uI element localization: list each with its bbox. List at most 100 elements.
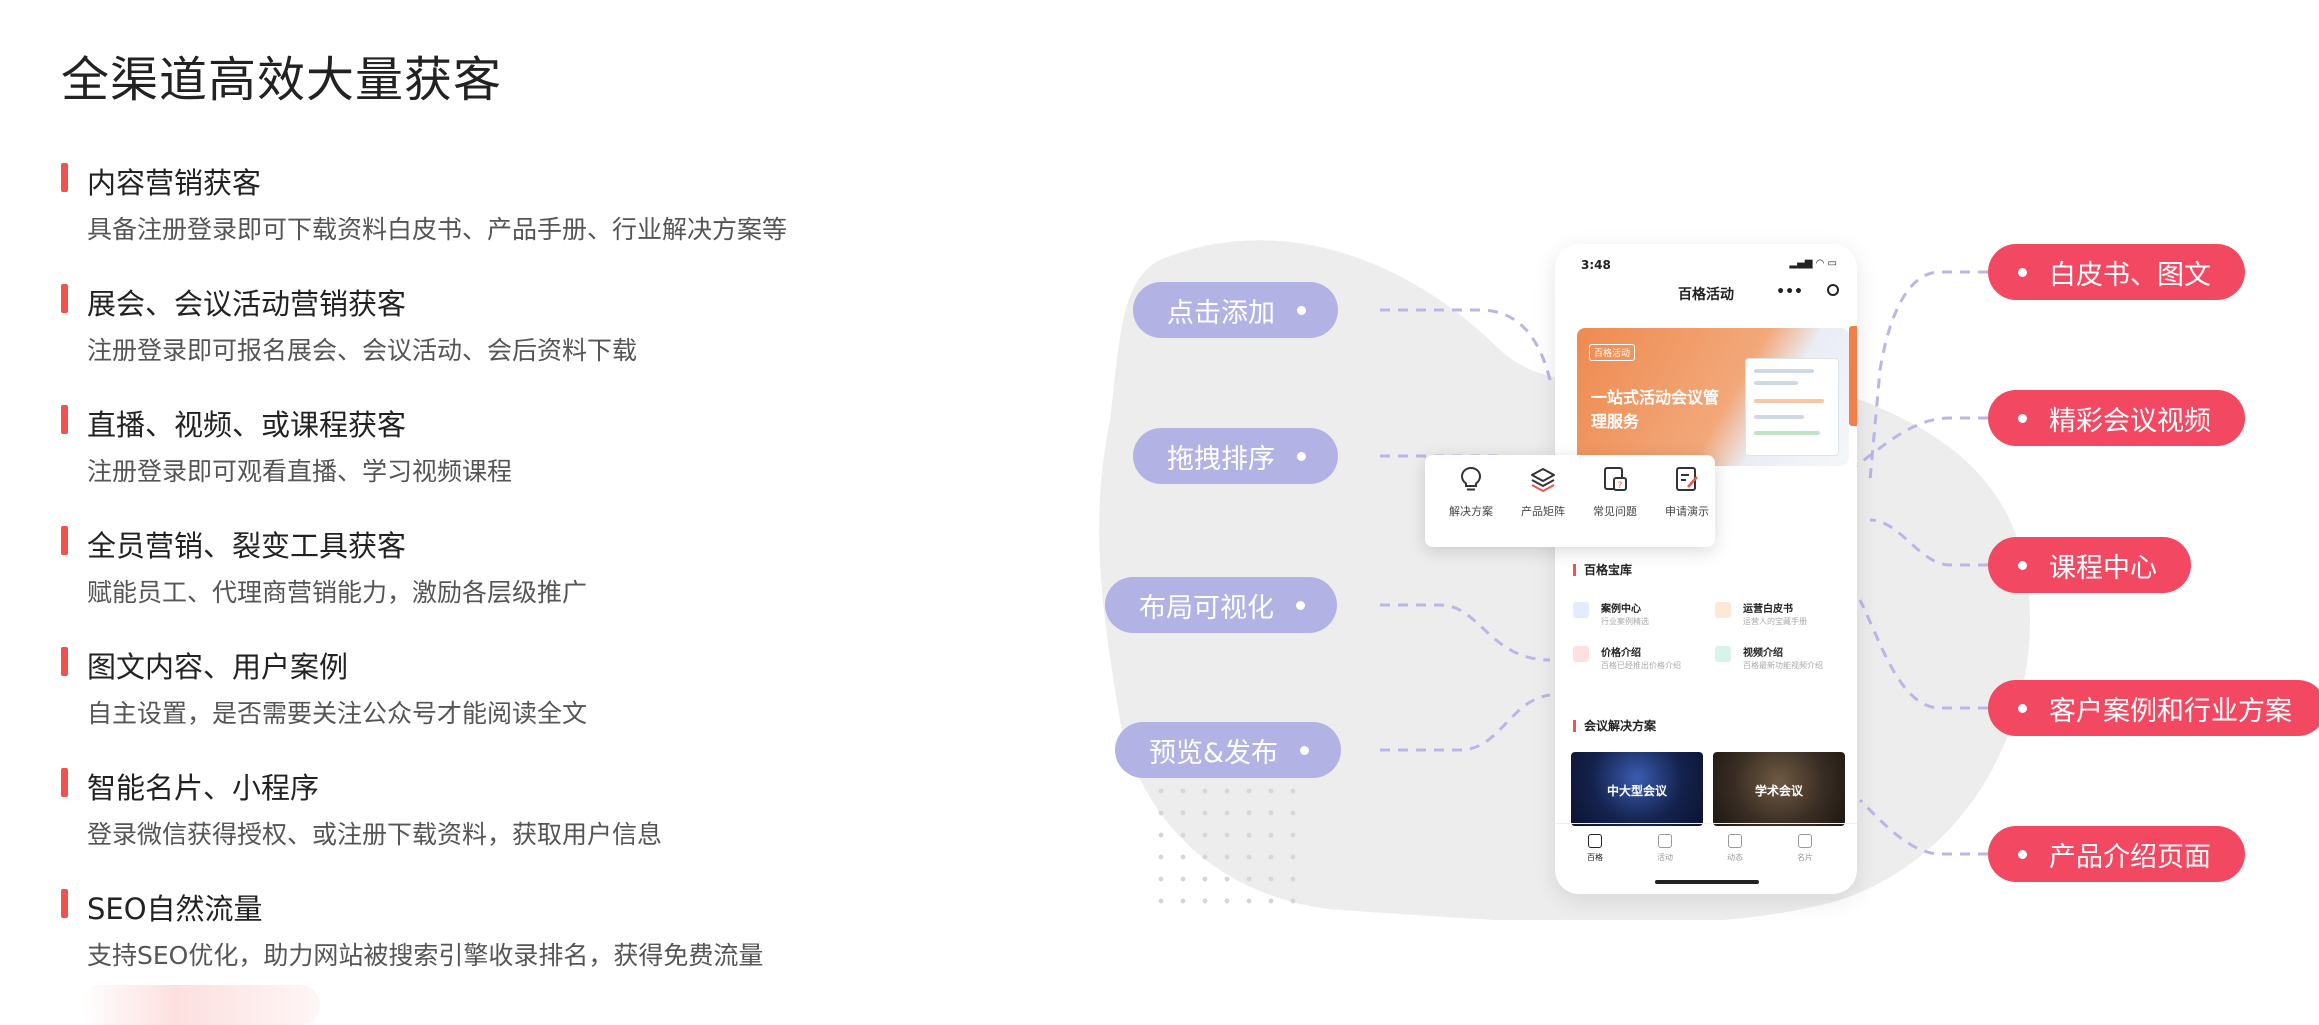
library-item-sub: 百格已经推出价格介绍 <box>1601 661 1681 670</box>
tab-label: 百格 <box>1587 853 1603 862</box>
tab-card[interactable]: 名片 <box>1785 834 1825 863</box>
right-pill-whitepaper: 白皮书、图文 <box>1988 244 2245 300</box>
feature-title: 展会、会议活动营销获客 <box>87 287 407 321</box>
left-pill-click-add: 点击添加 <box>1133 282 1338 338</box>
feature-accent-bar <box>61 284 68 313</box>
popup-label: 解决方案 <box>1449 505 1493 518</box>
feature-accent-bar <box>61 647 68 676</box>
library-item-title: 视频介绍 <box>1743 648 1783 659</box>
feature-accent-bar <box>61 768 68 797</box>
solution-label: 中大型会议 <box>1606 784 1667 798</box>
pill-dot <box>2018 413 2027 423</box>
id-card-icon <box>1798 834 1812 848</box>
solution-thumb-academic[interactable]: 学术会议 <box>1713 752 1845 826</box>
left-pill-visual-layout: 布局可视化 <box>1105 577 1337 633</box>
right-pill-product-page: 产品介绍页面 <box>1988 826 2245 882</box>
feature-accent-bar <box>61 526 68 555</box>
decorative-fade <box>80 985 320 1025</box>
library-item-whitepaper[interactable]: 运营白皮书 运营人的宝藏手册 <box>1715 598 1845 638</box>
popup-label: 产品矩阵 <box>1521 505 1565 518</box>
library-item-sub: 百格最新功能视频介绍 <box>1743 661 1823 670</box>
popup-label: 申请演示 <box>1665 505 1709 518</box>
pill-label: 拖拽排序 <box>1167 443 1275 475</box>
more-menu-icon[interactable]: ••• <box>1776 284 1803 300</box>
home-icon <box>1588 834 1602 848</box>
left-pill-preview-publish: 预览&发布 <box>1115 722 1342 778</box>
tab-home[interactable]: 百格 <box>1575 834 1615 863</box>
edit-doc-icon <box>1676 467 1698 491</box>
library-item-pricing[interactable]: 价格介绍 百格已经推出价格介绍 <box>1573 642 1703 682</box>
tab-events[interactable]: 活动 <box>1645 834 1685 863</box>
feature-desc: 支持SEO优化，助力网站被搜索引擎收录排名，获得免费流量 <box>87 941 764 970</box>
library-item-title: 价格介绍 <box>1601 648 1641 659</box>
pill-dot <box>1296 600 1305 610</box>
pill-label: 点击添加 <box>1167 297 1275 329</box>
pill-dot <box>2018 849 2027 859</box>
feature-desc: 登录微信获得授权、或注册下载资料，获取用户信息 <box>87 820 663 849</box>
quick-menu-popup: 解决方案 产品矩阵 ? 常见问题 申请演示 <box>1425 455 1715 547</box>
lightbulb-icon <box>1460 466 1482 491</box>
feature-title: SEO自然流量 <box>87 892 263 926</box>
popup-label: 常见问题 <box>1593 505 1637 518</box>
svg-text:?: ? <box>1618 481 1623 491</box>
banner[interactable]: 百格活动 一站式活动会议管理服务 <box>1577 328 1849 466</box>
banner-title: 一站式活动会议管理服务 <box>1591 388 1720 431</box>
pill-label: 布局可视化 <box>1139 592 1274 624</box>
feature-title: 图文内容、用户案例 <box>87 650 349 684</box>
question-doc-icon: ? <box>1604 467 1627 491</box>
library-item-case-center[interactable]: 案例中心 行业案例精选 <box>1573 598 1703 638</box>
feature-title: 直播、视频、或课程获客 <box>87 408 407 442</box>
close-miniapp-icon[interactable] <box>1827 284 1839 296</box>
feature-title: 智能名片、小程序 <box>87 771 320 805</box>
solutions-row: 中大型会议 学术会议 <box>1571 752 1851 826</box>
bookmark-icon <box>1573 602 1589 618</box>
status-icons: ▂▄▆ ◠ ▭ <box>1789 258 1837 269</box>
library-item-sub: 行业案例精选 <box>1601 617 1649 626</box>
right-pill-course-center: 课程中心 <box>1988 537 2191 593</box>
solution-thumb-large-meeting[interactable]: 中大型会议 <box>1571 752 1703 826</box>
feature-desc: 注册登录即可报名展会、会议活动、会后资料下载 <box>87 336 638 365</box>
feature-accent-bar <box>61 163 68 192</box>
book-icon <box>1715 602 1731 618</box>
pill-label: 白皮书、图文 <box>2049 259 2211 291</box>
dot-grid-decoration <box>1150 780 1300 910</box>
page-title: 全渠道高效大量获客 <box>61 52 503 108</box>
library-item-title: 案例中心 <box>1601 604 1641 615</box>
library-item-sub: 运营人的宝藏手册 <box>1743 617 1807 626</box>
app-title: 百格活动 <box>1678 287 1734 303</box>
status-time: 3:48 <box>1581 258 1611 272</box>
feature-accent-bar <box>61 405 68 434</box>
solutions-header: 会议解决方案 <box>1573 720 1656 732</box>
feature-desc: 具备注册登录即可下载资料白皮书、产品手册、行业解决方案等 <box>87 215 788 244</box>
tab-label: 活动 <box>1657 853 1673 862</box>
tab-feed[interactable]: 动态 <box>1715 834 1755 863</box>
solution-label: 学术会议 <box>1754 784 1803 798</box>
layers-icon <box>1531 468 1555 492</box>
pill-label: 精彩会议视频 <box>2049 405 2211 437</box>
price-tag-icon <box>1573 646 1589 662</box>
pill-dot <box>2018 703 2027 713</box>
pill-dot <box>1297 451 1306 461</box>
pill-dot <box>1300 745 1310 755</box>
library-item-video[interactable]: 视频介绍 百格最新功能视频介绍 <box>1715 642 1845 682</box>
phone-mockup: 3:48 ▂▄▆ ◠ ▭ 百格活动 ••• 百格活动 一站式活动会议管理服务 百… <box>1555 244 1857 894</box>
video-icon <box>1715 646 1731 662</box>
tab-label: 动态 <box>1727 853 1743 862</box>
banner-screen-illustration <box>1745 358 1839 456</box>
pill-label: 产品介绍页面 <box>2049 841 2211 873</box>
feature-accent-bar <box>61 889 68 918</box>
feature-title: 内容营销获客 <box>87 166 262 200</box>
sparkle-icon <box>1728 834 1742 848</box>
pill-dot <box>2018 267 2027 277</box>
right-pill-case-studies: 客户案例和行业方案 <box>1988 680 2319 736</box>
library-item-title: 运营白皮书 <box>1743 604 1793 615</box>
popup-item-faq[interactable]: ? 常见问题 <box>1579 465 1651 519</box>
popup-item-solutions[interactable]: 解决方案 <box>1435 465 1507 519</box>
popup-item-demo[interactable]: 申请演示 <box>1651 465 1723 519</box>
pill-label: 客户案例和行业方案 <box>2049 695 2292 727</box>
popup-item-products[interactable]: 产品矩阵 <box>1507 465 1579 519</box>
feature-desc: 注册登录即可观看直播、学习视频课程 <box>87 457 513 486</box>
pill-label: 预览&发布 <box>1149 737 1279 769</box>
right-pill-conference-video: 精彩会议视频 <box>1988 390 2245 446</box>
banner-logo: 百格活动 <box>1589 344 1636 361</box>
